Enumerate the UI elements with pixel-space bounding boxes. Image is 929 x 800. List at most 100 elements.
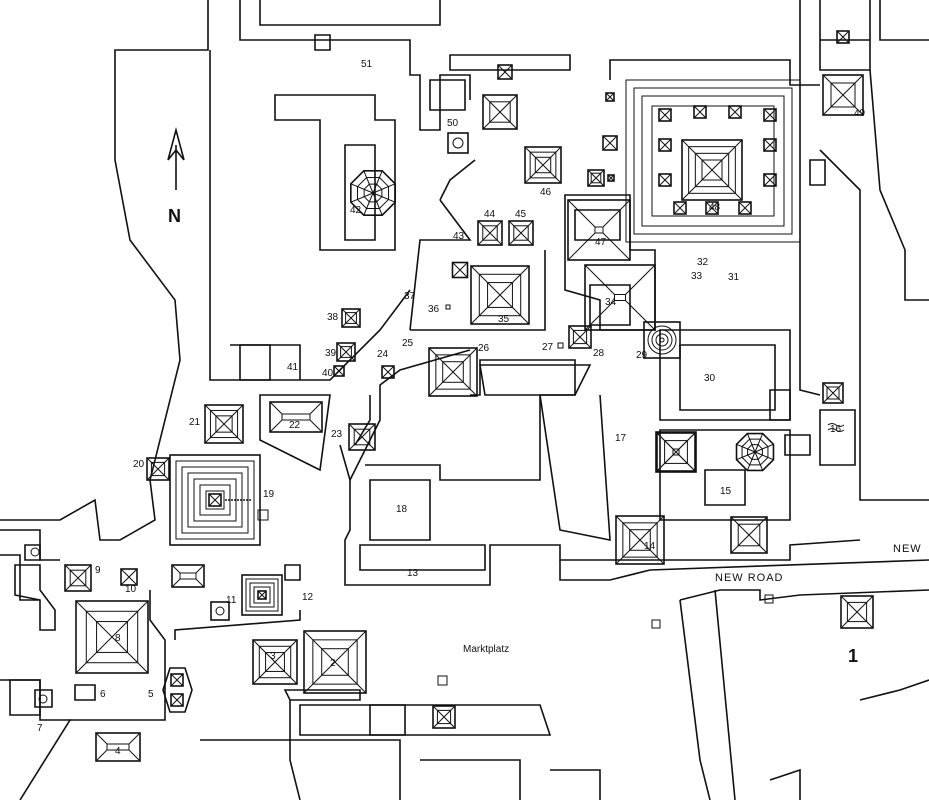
temple-icon: [693, 105, 707, 119]
temple-icon: [508, 220, 534, 246]
temple-icon: [470, 265, 530, 325]
temple-icon: [333, 365, 345, 377]
temple-29-icon: [643, 321, 681, 359]
building-label-29: 29: [636, 350, 648, 361]
temple-icon: [763, 138, 777, 152]
temple-icon: [587, 169, 605, 187]
temple-icon: [252, 639, 298, 685]
building-label-41: 41: [287, 362, 299, 373]
temple-icon: [822, 74, 864, 116]
temple-icon: [602, 135, 618, 151]
hipped-roof-building-icon: [655, 431, 697, 473]
building-label-37: 37: [404, 291, 416, 302]
temple-icon: [840, 595, 874, 629]
water-tank-icon: [827, 423, 845, 432]
temple-icon: [451, 261, 469, 279]
temple-icon: [432, 705, 456, 729]
temple-icon: [658, 108, 672, 122]
building-label-4: 4: [115, 746, 121, 757]
octagonal-temple-icon: [735, 432, 775, 472]
temple-icon: [730, 516, 768, 554]
temple-icon: [615, 515, 665, 565]
temple-icon: [763, 173, 777, 187]
hipped-roof-building-icon: [269, 401, 323, 433]
hipped-roof-building-icon: [95, 732, 141, 762]
building-label-30: 30: [704, 373, 716, 384]
building-label-11: 11: [226, 595, 237, 606]
temple-icon: [658, 138, 672, 152]
octagonal-temple-icon: [350, 170, 396, 216]
building-label-3: 3: [270, 651, 276, 662]
road-label-right: NEW: [893, 543, 922, 555]
building-label-23: 23: [331, 429, 343, 440]
building-label-19: 19: [263, 489, 275, 500]
temple-icon: [303, 630, 367, 694]
building-label-47: 47: [595, 237, 607, 248]
building-label-21: 21: [189, 417, 201, 428]
building-label-31: 31: [728, 272, 740, 283]
building-label-33: 33: [691, 271, 703, 282]
temple-icon: [681, 139, 743, 201]
building-label-6: 6: [100, 689, 106, 700]
building-label-8: 8: [115, 633, 121, 644]
building-label-22: 22: [289, 420, 301, 431]
building-label-20: 20: [133, 459, 145, 470]
temple-icon: [836, 30, 850, 44]
building-label-24: 24: [377, 349, 389, 360]
building-label-51: 51: [361, 59, 373, 70]
hipped-roof-building-icon: [584, 264, 656, 331]
shrine-11-circle: [215, 606, 225, 616]
temple-icon: [170, 673, 184, 687]
temple-icon: [658, 173, 672, 187]
building-label-26: 26: [478, 343, 490, 354]
building-label-39: 39: [325, 348, 337, 359]
building-label-45: 45: [515, 209, 527, 220]
temple-icon: [728, 105, 742, 119]
building-label-43: 43: [453, 231, 465, 242]
building-label-15: 15: [720, 486, 732, 497]
building-label-9: 9: [95, 565, 101, 576]
building-label-17: 17: [615, 433, 627, 444]
temple-icon: [75, 600, 149, 674]
temple-icon: [477, 220, 503, 246]
building-label-48: 48: [709, 202, 721, 213]
building-label-7: 7: [37, 723, 43, 734]
north-label: N: [168, 206, 181, 226]
road-label: NEW ROAD: [715, 572, 784, 584]
temple-icon: [497, 64, 513, 80]
building-label-13: 13: [407, 568, 419, 579]
building-label-44: 44: [484, 209, 496, 220]
building-label-32: 32: [697, 257, 709, 268]
temple-icon: [822, 382, 844, 404]
temple-icon: [336, 342, 356, 362]
building-label-49: 49: [854, 108, 866, 119]
building-label-36: 36: [428, 304, 440, 315]
temple-icon: [607, 174, 615, 182]
square-label: Marktplatz: [463, 644, 509, 655]
building-label-10: 10: [125, 584, 137, 595]
temples: [64, 30, 874, 762]
building-label-35: 35: [498, 314, 510, 325]
temple-icon: [341, 308, 361, 328]
temple-icon: [428, 347, 478, 397]
palace-complex: [9, 34, 870, 736]
north-arrow-icon: [167, 126, 185, 190]
north-arrow: N: [167, 126, 185, 226]
temple-icon: [204, 404, 244, 444]
building-label-2: 2: [330, 658, 336, 669]
temple-icon: [482, 94, 518, 130]
temple-icon: [705, 201, 719, 215]
stepped-temple-19: [169, 454, 261, 546]
building-label-38: 38: [327, 312, 339, 323]
building-label-40: 40: [322, 368, 334, 379]
hipped-roof-building-icon: [171, 564, 205, 588]
building-label-18: 18: [396, 504, 408, 515]
building-label-28: 28: [593, 348, 605, 359]
temple-icon: [524, 146, 562, 184]
building-label-25: 25: [402, 338, 414, 349]
temple-icon: [146, 457, 170, 481]
temple-48-complex: [625, 79, 801, 243]
temple-icon: [208, 493, 222, 507]
building-label-27: 27: [542, 342, 554, 353]
